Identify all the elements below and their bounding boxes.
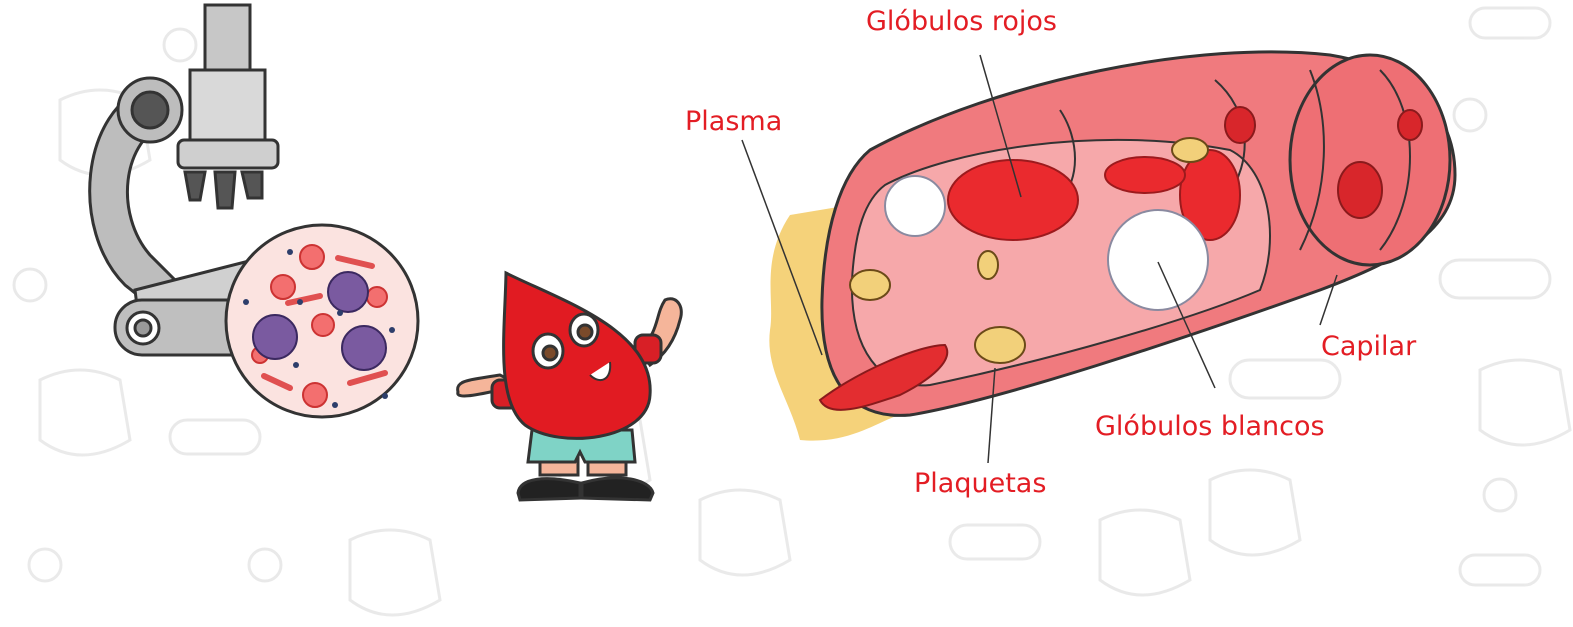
label-globulos-rojos: Glóbulos rojos	[866, 8, 1057, 35]
magnified-blood-smear	[226, 225, 418, 417]
label-globulos-blancos: Glóbulos blancos	[1095, 413, 1325, 440]
label-capilar: Capilar	[1321, 333, 1416, 360]
label-plaquetas: Plaquetas	[914, 470, 1046, 497]
capillary-illustration	[769, 52, 1455, 441]
label-plasma: Plasma	[685, 108, 782, 135]
